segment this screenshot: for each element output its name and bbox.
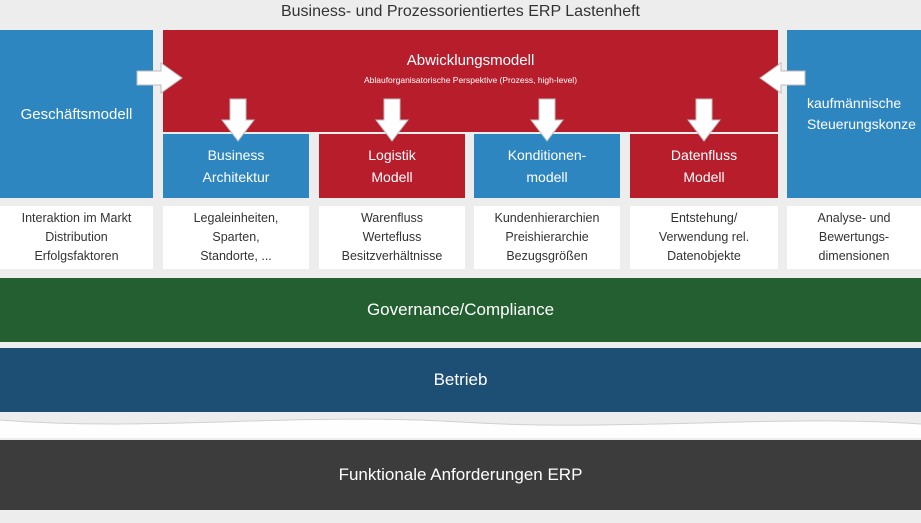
description-line: Datenobjekte — [667, 249, 741, 263]
description-line: Standorte, ... — [200, 249, 272, 263]
konditionenmodell-box: Konditionen- modell — [474, 134, 620, 198]
left-arrow-icon — [759, 62, 806, 94]
business-architektur-line1: Business — [207, 147, 265, 163]
betrieb-band: Betrieb — [0, 348, 921, 412]
datenfluss-modell-line2: Modell — [683, 169, 725, 185]
geschaeftsmodell-box: Geschäftsmodell — [0, 30, 153, 198]
abwicklungsmodell-title: Abwicklungsmodell — [406, 52, 535, 69]
governance-compliance-label: Governance/Compliance — [366, 300, 555, 319]
logistik-modell-line2: Modell — [371, 169, 413, 185]
betrieb-label: Betrieb — [433, 370, 488, 389]
logistik-modell-line1: Logistik — [368, 147, 416, 163]
description-line: Verwendung rel. — [658, 230, 750, 244]
description-geschaeftsmodell: Interaktion im Markt Distribution Erfolg… — [0, 206, 153, 269]
right-arrow-icon — [136, 62, 183, 94]
abwicklungsmodell-subtitle: Ablauforganisatorische Perspektive (Proz… — [363, 75, 578, 85]
description-konditionenmodell: Kundenhierarchien Preishierarchie Bezugs… — [474, 206, 620, 269]
description-line: Sparten, — [212, 230, 260, 244]
down-arrow-icon — [221, 98, 255, 142]
business-architektur-box: Business Architektur — [163, 134, 309, 198]
description-line: Wertefluss — [362, 230, 422, 244]
description-line: Distribution — [45, 230, 108, 244]
logistik-modell-box: Logistik Modell — [319, 134, 465, 198]
description-line: Bewertungs- — [818, 230, 890, 244]
description-logistik-modell: Warenfluss Wertefluss Besitzverhältnisse — [319, 206, 465, 269]
down-arrow-icon — [375, 98, 409, 142]
datenfluss-modell-box: Datenfluss Modell — [630, 134, 778, 198]
description-line: Kundenhierarchien — [494, 211, 600, 225]
konditionenmodell-line2: modell — [526, 169, 568, 185]
down-arrow-icon — [530, 98, 564, 142]
description-line: Preishierarchie — [505, 230, 589, 244]
konditionenmodell-line1: Konditionen- — [507, 147, 587, 163]
description-line: dimensionen — [818, 249, 890, 263]
funktionale-anforderungen-band: Funktionale Anforderungen ERP — [0, 440, 921, 510]
steuerungskonzept-line2: Steuerungskonze — [807, 116, 916, 132]
description-line: Besitzverhältnisse — [341, 249, 443, 263]
description-steuerungskonzept: Analyse- und Bewertungs- dimensionen — [787, 206, 921, 269]
description-line: Erfolgsfaktoren — [34, 249, 119, 263]
description-line: Interaktion im Markt — [21, 211, 132, 225]
wave-separator — [0, 418, 921, 438]
funktionale-anforderungen-label: Funktionale Anforderungen ERP — [338, 465, 583, 484]
description-business-architektur: Legaleinheiten, Sparten, Standorte, ... — [163, 206, 309, 269]
governance-compliance-band: Governance/Compliance — [0, 278, 921, 342]
steuerungskonzept-box: kaufmännische Steuerungskonze — [787, 30, 921, 198]
abwicklungsmodell-box: Abwicklungsmodell Ablauforganisatorische… — [163, 30, 778, 132]
description-line: Entstehung/ — [670, 211, 738, 225]
description-datenfluss-modell: Entstehung/ Verwendung rel. Datenobjekte — [630, 206, 778, 269]
description-line: Legaleinheiten, — [193, 211, 279, 225]
down-arrow-icon — [687, 98, 721, 142]
description-line: Warenfluss — [360, 211, 424, 225]
description-line: Bezugsgrößen — [506, 249, 588, 263]
business-architektur-line2: Architektur — [202, 169, 270, 185]
steuerungskonzept-line1: kaufmännische — [807, 95, 902, 111]
diagram-title: Business- und Prozessorientiertes ERP La… — [280, 3, 640, 20]
geschaeftsmodell-label: Geschäftsmodell — [20, 105, 133, 123]
description-line: Analyse- und — [817, 211, 891, 225]
datenfluss-modell-line1: Datenfluss — [670, 147, 738, 163]
